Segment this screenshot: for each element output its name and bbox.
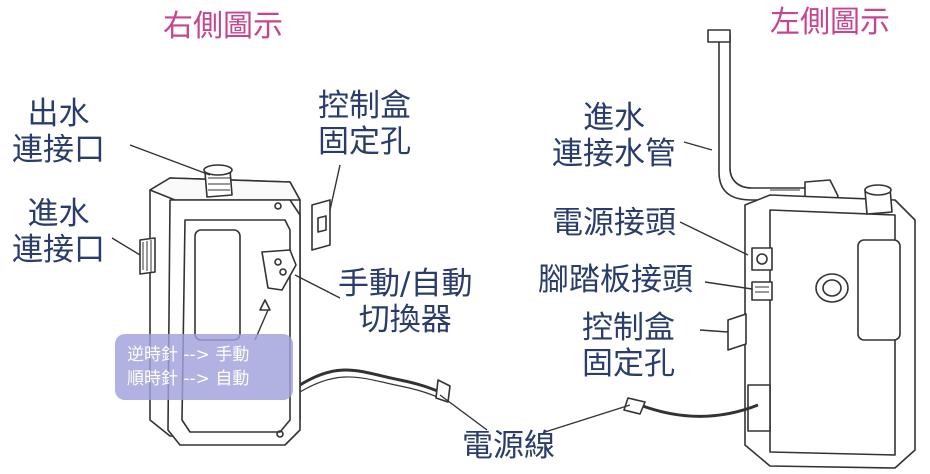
control-box-hole-label-left: 控制盒 固定孔: [582, 310, 675, 382]
power-cord-label: 電源線: [462, 428, 555, 464]
manual-auto-switch-label: 手動/自動 切換器: [338, 266, 473, 338]
inlet-hose-label: 進水 連接水管: [552, 100, 676, 172]
water-inlet-label: 進水 連接口: [12, 196, 105, 268]
mode-note-clockwise: 順時針 --> 自動: [127, 369, 250, 389]
left-view-leaders: [544, 141, 753, 433]
water-outlet-label: 出水 連接口: [12, 96, 105, 168]
right-view-leaders: [111, 144, 488, 431]
pedal-connector-label: 腳踏板接頭: [538, 262, 693, 298]
mode-note-box: 逆時針 --> 手動 順時針 --> 自動: [115, 334, 293, 400]
left-view-device: [623, 29, 916, 469]
right-view-heading: 右側圖示: [163, 9, 283, 44]
mode-note-counterclockwise: 逆時針 --> 手動: [127, 345, 250, 365]
left-view-heading: 左側圖示: [770, 5, 890, 40]
power-connector-label: 電源接頭: [552, 205, 676, 241]
control-box-hole-label-right: 控制盒 固定孔: [318, 88, 411, 160]
